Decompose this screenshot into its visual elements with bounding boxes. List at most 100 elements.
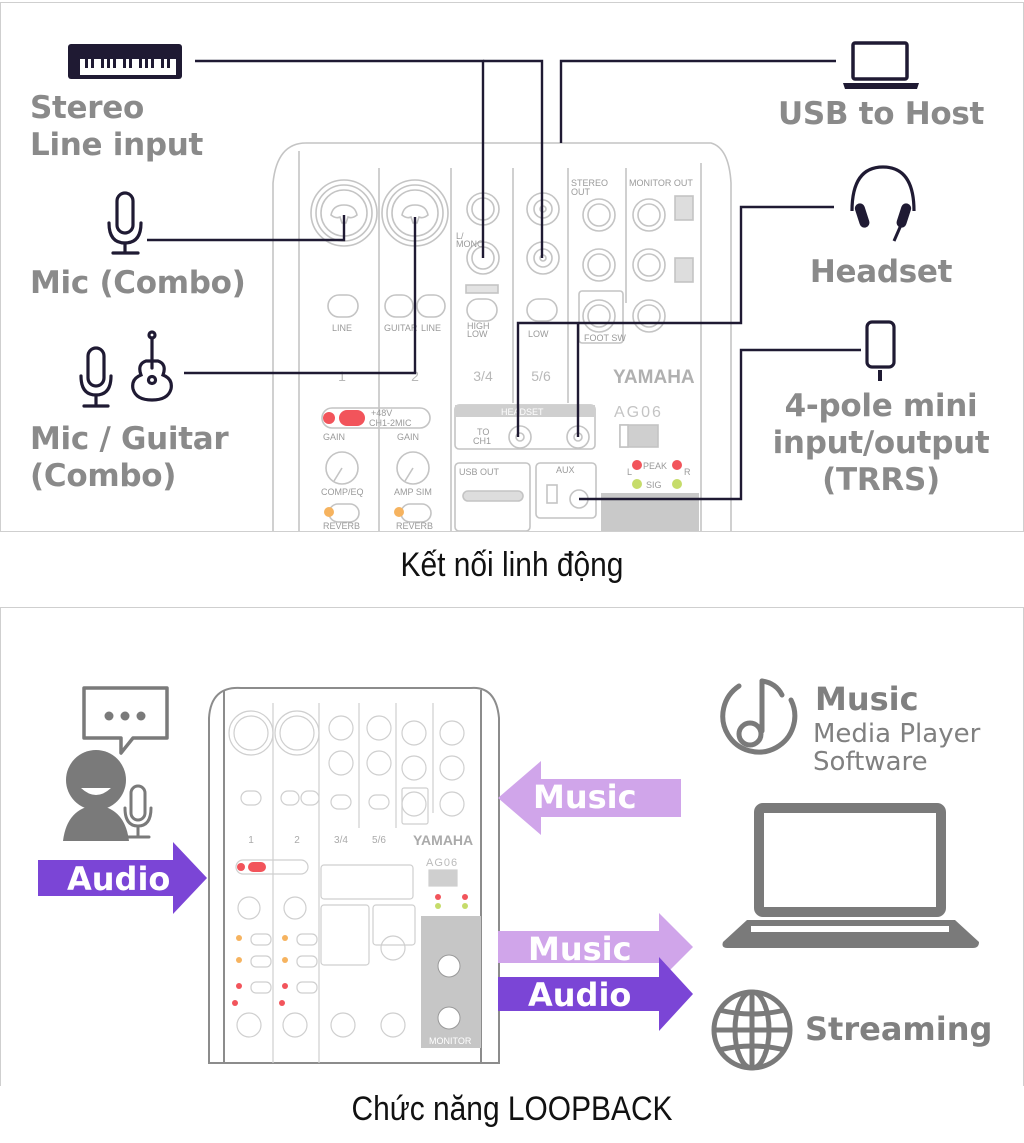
- caption-loopback: Chức năng LOOPBACK: [351, 1090, 673, 1128]
- svg-text:REVERB: REVERB: [323, 521, 360, 531]
- svg-text:OUT: OUT: [571, 187, 591, 197]
- svg-text:CH1-2MIC: CH1-2MIC: [369, 418, 412, 428]
- channel-label-2: 2: [411, 368, 419, 384]
- headset-label: Headset: [771, 254, 991, 291]
- smartphone-icon: [865, 320, 896, 381]
- music-title: Music: [815, 680, 919, 718]
- device-model: AG06: [614, 404, 663, 421]
- trrs-label: 4-pole mini input/output (TRRS): [761, 388, 1001, 499]
- loopback-diagram: 1 2 3/4 5/6 YAMAHA AG06 MONITOR: [0, 607, 1024, 1086]
- channel-label-3-4: 3/4: [473, 368, 493, 384]
- svg-text:MONITOR OUT: MONITOR OUT: [629, 178, 693, 188]
- svg-text:REVERB: REVERB: [396, 521, 433, 531]
- label-line: (TRRS): [822, 462, 940, 498]
- svg-text:L: L: [627, 467, 632, 477]
- svg-text:MONO: MONO: [456, 239, 484, 249]
- cable-trrs: [579, 348, 861, 501]
- svg-text:HEADSET: HEADSET: [501, 407, 544, 417]
- caption-flexible-connection: Kết nối linh động: [400, 546, 624, 584]
- channel-label-2: 2: [294, 835, 300, 846]
- mic-guitar-icon: [79, 330, 173, 408]
- label-line: 4-pole mini: [784, 388, 978, 424]
- cable-stereo-line-r: [483, 59, 544, 258]
- cables: [147, 59, 861, 501]
- svg-text:LINE: LINE: [332, 323, 352, 333]
- cable-mic-guitar: [184, 217, 417, 375]
- music-subtitle-line: Software: [813, 747, 928, 777]
- music-out-arrow: [498, 913, 693, 981]
- svg-text:AUX: AUX: [556, 465, 575, 475]
- microphone-icon: [107, 191, 143, 255]
- loopback-diagram-graphic: 1 2 3/4 5/6 YAMAHA AG06 MONITOR: [38, 678, 979, 1071]
- cable-mic-combo: [147, 215, 346, 242]
- music-note-icon: [720, 678, 798, 755]
- channel-label-1: 1: [338, 368, 346, 384]
- laptop-icon: [843, 41, 919, 89]
- svg-text:COMP/EQ: COMP/EQ: [321, 487, 364, 497]
- music-subtitle-line: Media Player: [813, 719, 981, 749]
- channel-label-5-6: 5/6: [372, 835, 386, 846]
- device-leds: [323, 410, 682, 517]
- channel-label-3-4: 3/4: [334, 835, 348, 846]
- svg-text:GAIN: GAIN: [397, 432, 419, 442]
- music-in-arrow: [498, 761, 681, 835]
- device-brand: YAMAHA: [613, 367, 695, 388]
- label-line: Mic (Combo): [30, 265, 246, 301]
- label-line: USB to Host: [777, 96, 985, 132]
- mixer-device: [272, 142, 732, 531]
- channel-label-5-6: 5/6: [531, 368, 551, 384]
- keyboard-icon: [68, 44, 182, 79]
- mic-guitar-combo-label: Mic / Guitar (Combo): [30, 421, 229, 495]
- svg-text:FOOT SW: FOOT SW: [584, 333, 626, 343]
- cable-usb-host: [559, 59, 836, 143]
- svg-text:SIG: SIG: [646, 480, 662, 490]
- music-in-arrow-label: Music: [533, 778, 637, 816]
- svg-text:LOW: LOW: [467, 329, 488, 339]
- mixer-device-detail: [228, 703, 465, 1063]
- audio-out-arrow-label: Audio: [528, 976, 632, 1014]
- headset-icon: [850, 165, 916, 242]
- label-line: Headset: [809, 254, 953, 290]
- svg-text:TO: TO: [477, 427, 489, 437]
- label-line: Line input: [30, 127, 204, 163]
- svg-text:GUITAR: GUITAR: [384, 323, 418, 333]
- audio-out-arrow: [498, 957, 693, 1031]
- phones-knob: [437, 1006, 461, 1030]
- svg-text:AMP SIM: AMP SIM: [394, 487, 432, 497]
- speaker-person-icon: [63, 686, 169, 841]
- device-model: AG06: [426, 857, 458, 869]
- label-line: Stereo: [30, 90, 144, 126]
- device-brand: YAMAHA: [413, 832, 473, 848]
- svg-text:USB OUT: USB OUT: [459, 467, 500, 477]
- usb-to-host-label: USB to Host: [771, 96, 991, 133]
- svg-text:+48V: +48V: [371, 408, 392, 418]
- channel-label-1: 1: [248, 835, 254, 846]
- cable-stereo-line-l: [195, 59, 485, 258]
- svg-text:CH1: CH1: [473, 436, 491, 446]
- monitor-knob: [437, 954, 461, 978]
- svg-text:LOW: LOW: [528, 329, 549, 339]
- device-leds: [232, 862, 468, 1006]
- svg-text:PEAK: PEAK: [643, 461, 667, 471]
- svg-text:HIGH: HIGH: [467, 321, 490, 331]
- cable-headset-mic: [516, 205, 834, 437]
- monitor-label: MONITOR: [429, 1036, 472, 1046]
- audio-in-arrow-label: Audio: [67, 860, 171, 898]
- svg-text:LINE: LINE: [421, 323, 441, 333]
- svg-text:STEREO: STEREO: [571, 178, 608, 188]
- svg-text:L/: L/: [456, 231, 464, 241]
- svg-text:R: R: [684, 467, 691, 477]
- stereo-line-input-label: Stereo Line input: [30, 90, 203, 164]
- laptop-icon: [722, 803, 979, 948]
- label-line: Mic / Guitar: [30, 421, 229, 457]
- music-out-arrow-label: Music: [528, 930, 632, 968]
- streaming-label: Streaming: [805, 1010, 993, 1048]
- label-line: (Combo): [30, 458, 177, 494]
- svg-text:GAIN: GAIN: [323, 432, 345, 442]
- label-line: input/output: [772, 425, 990, 461]
- globe-icon: [711, 989, 793, 1071]
- audio-in-arrow: [38, 842, 207, 914]
